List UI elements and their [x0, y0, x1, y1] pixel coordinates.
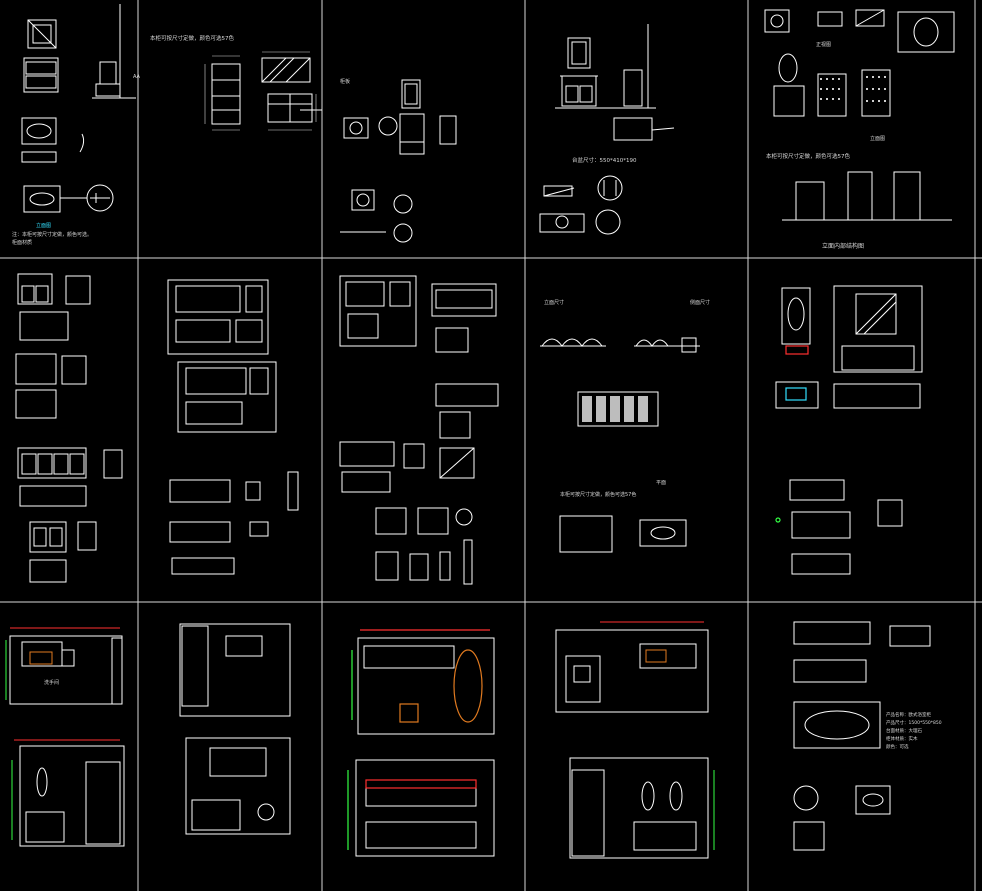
- cell-r2c2-cabinet-set: [167, 279, 299, 575]
- r1c2-dimension-lines: [204, 51, 317, 131]
- r1c5-caption: 立面内部结构图: [822, 242, 864, 250]
- r3c1-label: 洗手间: [44, 679, 59, 686]
- r1c1-note-line1: 注：本柜可按尺寸定做，颜色可选。: [12, 231, 92, 238]
- r1c4-size-note: 台盆尺寸：550*410*190: [572, 156, 637, 164]
- r1c3-label: 柜板: [340, 78, 350, 85]
- r3c4-colored-lines: [600, 621, 715, 850]
- r2c5-colored-accents: [775, 345, 809, 523]
- r3c5-spec-line: 台面材质：大理石: [886, 727, 922, 734]
- cell-r3c1-bathroom-plan: [9, 635, 125, 847]
- cell-r2c5-vanity-mirror-set: [775, 285, 923, 575]
- r1c5-note: 本柜可按尺寸定做，颜色可选57色: [766, 152, 850, 160]
- r2c4-head-left: 立面尺寸: [544, 299, 564, 306]
- cell-r2c1-cabinet-set: [15, 273, 123, 583]
- cell-r2c4-vanity-layout: [540, 337, 700, 553]
- r3c5-spec-line: 产品尺寸：1500*550*850: [886, 719, 942, 726]
- r1c2-side-label: AA: [133, 74, 141, 80]
- cell-r1c1-vanity-details: [21, 4, 136, 213]
- r3c5-spec-list: 产品名称：欧式浴室柜 产品尺寸：1500*550*850 台面材质：大理石 柜体…: [886, 711, 942, 750]
- r3c1-colored-lines: [5, 627, 120, 840]
- r1c5-panel-pattern: [820, 76, 886, 102]
- cell-r1c3-cabinet-details: [340, 79, 457, 243]
- r3c5-spec-line: 产品名称：欧式浴室柜: [886, 711, 931, 718]
- r1c5-label-b: 立面图: [870, 135, 885, 142]
- r1c1-note-line2: 柜面材质: [12, 239, 32, 246]
- r3c3-colored-fixtures: [347, 629, 490, 850]
- r2c4-mid: 平面: [656, 480, 666, 486]
- r1c2-note: 本柜可按尺寸定做，颜色可选57色: [150, 34, 234, 42]
- cell-r3c2-kitchen-plan: [179, 623, 291, 835]
- r1c1-label-a: 立面图: [36, 222, 51, 229]
- cell-r1c5-vanity-structure: [764, 9, 955, 221]
- r3c5-spec-line: 柜体材质：实木: [886, 735, 918, 742]
- r2c4-head-right: 侧面尺寸: [690, 299, 710, 306]
- r1c5-label-a: 正视图: [816, 41, 831, 48]
- r2c4-note: 本柜可按尺寸定做，颜色可选57色: [560, 491, 636, 498]
- cell-r1c2-cabinet-elevations: [211, 57, 322, 125]
- cell-r3c5-product-spec: [793, 621, 931, 851]
- r2c4-drawer-fronts: [582, 396, 648, 422]
- cell-r1c4-vanity-with-mirror: [539, 24, 675, 235]
- cell-r3c4-bathroom-plan: [555, 629, 709, 859]
- cell-r2c3-cabinet-set: [339, 275, 499, 585]
- r3c5-spec-line: 颜色：可选: [886, 743, 909, 750]
